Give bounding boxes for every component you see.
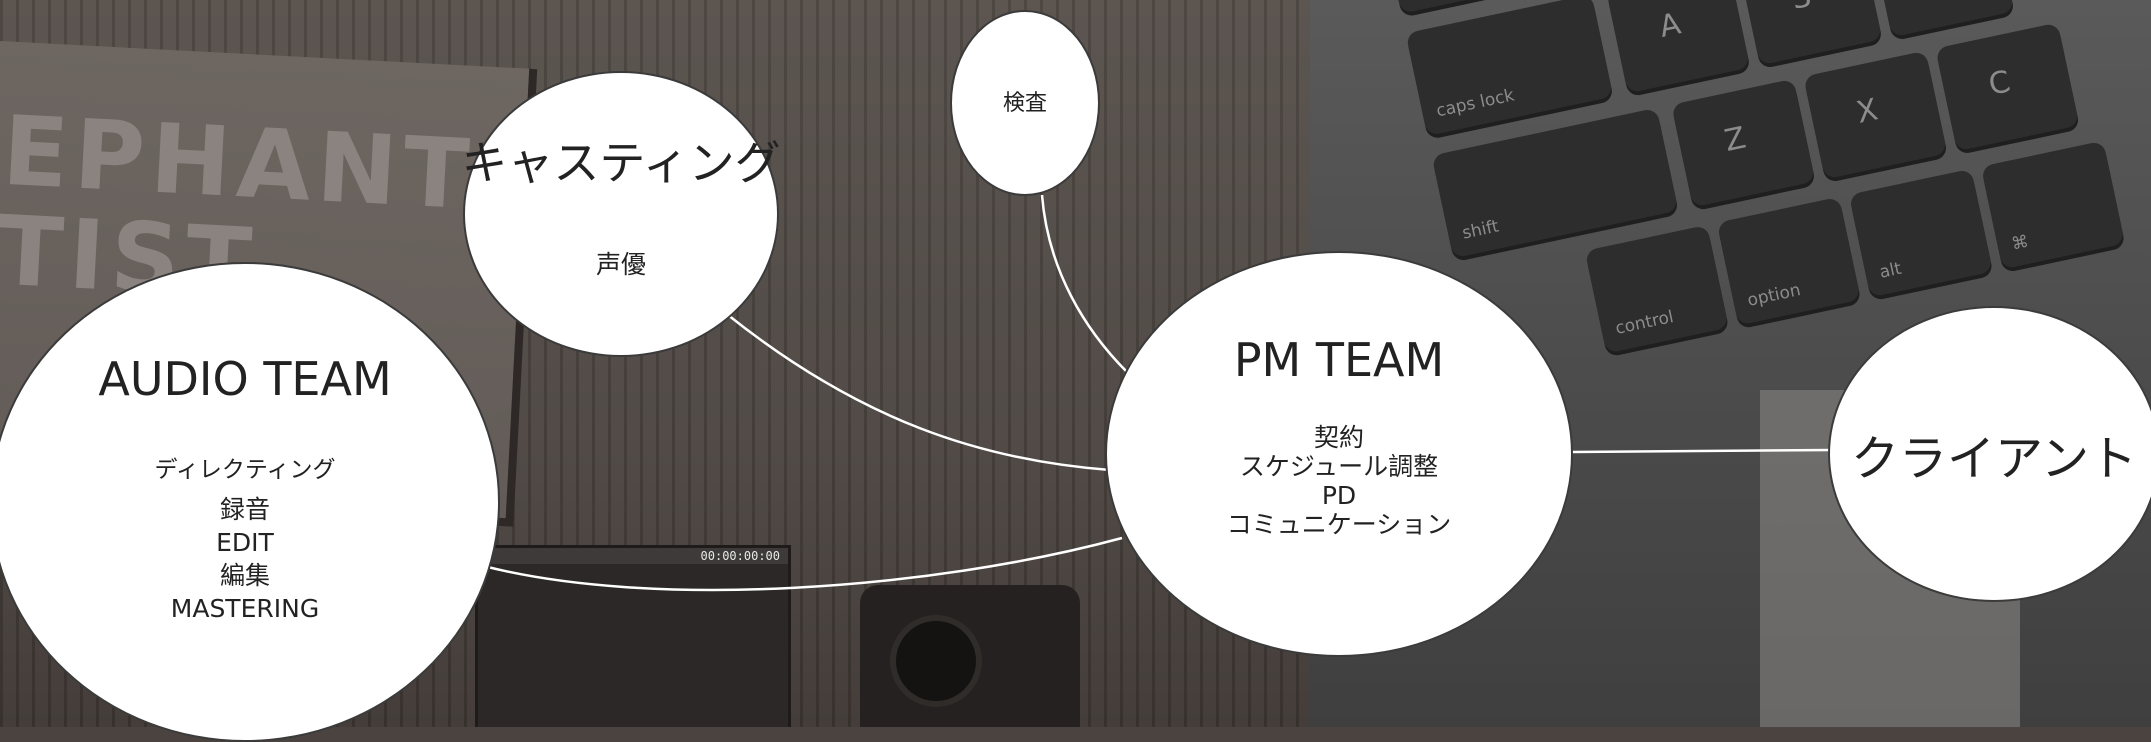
casting-tasks: 声優	[596, 245, 646, 281]
edge-kensa-pm	[1040, 194, 1128, 373]
speaker-cone	[890, 615, 982, 707]
casting-node: キャスティング 声優	[461, 71, 781, 357]
audio-team-node: AUDIO TEAM ディレクティング 録音 EDIT 編集 MASTERING	[0, 262, 500, 742]
edge-audio-pm	[479, 536, 1123, 592]
casting-task-voice-actor: 声優	[595, 250, 646, 279]
pm-task-communication: コミュニケーション	[1226, 510, 1452, 539]
audio-task-edit: EDIT	[216, 527, 274, 557]
audio-team-tasks: ディレクティング 録音 EDIT 編集 MASTERING	[154, 454, 335, 625]
timecode: 00:00:00:00	[700, 549, 780, 563]
pm-team-title: PM TEAM	[1233, 333, 1445, 387]
monitor-bar: 00:00:00:00	[478, 548, 788, 564]
audio-team-title: AUDIO TEAM	[98, 351, 392, 406]
audio-task-directing: ディレクティング	[154, 456, 336, 483]
client-node: クライアント	[1828, 306, 2151, 602]
studio-speaker	[860, 585, 1080, 727]
pm-task-contract: 契約	[1313, 423, 1364, 452]
client-title: クライアント	[1850, 431, 2138, 487]
casting-title: キャスティング	[461, 136, 781, 190]
edge-pm-client	[1571, 448, 1833, 454]
connection-lines	[479, 194, 1833, 592]
audio-task-recording: 録音	[219, 494, 270, 524]
audio-task-mastering: MASTERING	[170, 593, 320, 623]
pm-team-tasks: 契約 スケジュール調整 PD コミュニケーション	[1227, 423, 1452, 539]
pm-team-node: PM TEAM 契約 スケジュール調整 PD コミュニケーション	[1105, 251, 1573, 657]
inspection-title: 検査	[1002, 91, 1047, 116]
edge-casting-pm	[727, 314, 1111, 472]
audio-task-editing: 編集	[219, 560, 270, 590]
inspection-node: 検査	[950, 10, 1100, 196]
pm-task-pd: PD	[1321, 481, 1357, 510]
pm-task-schedule: スケジュール調整	[1239, 452, 1439, 481]
